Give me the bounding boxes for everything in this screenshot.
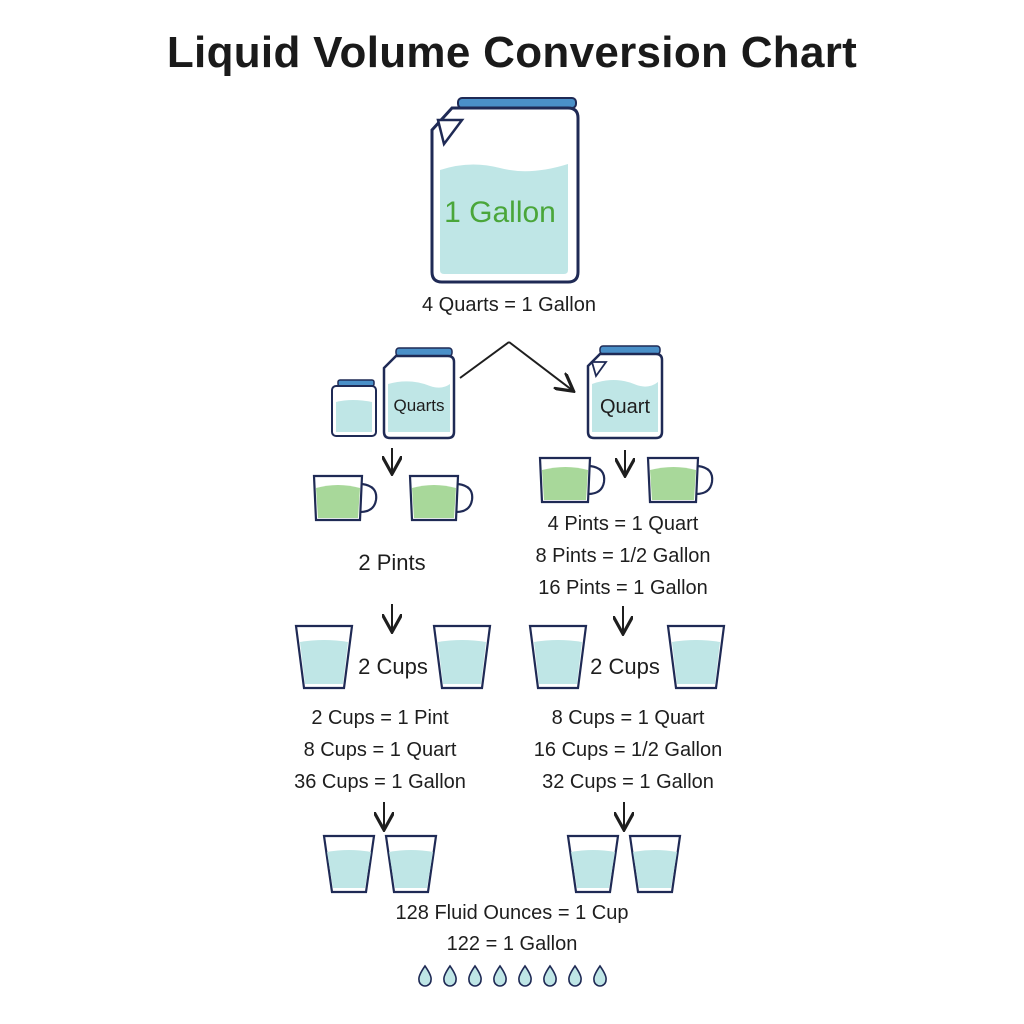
cup-conversion: 8 Cups = 1 Quart xyxy=(551,707,705,729)
droplet-row xyxy=(418,964,607,987)
ounce-conversion: 128 Fluid Ounces = 1 Cup xyxy=(395,902,629,924)
left-cups-label: 2 Cups xyxy=(358,654,428,679)
gallon-relation: 4 Quarts = 1 Gallon xyxy=(422,294,596,316)
droplet-icon xyxy=(593,964,607,987)
glass-icon xyxy=(628,834,682,894)
right-pint-conversions: 4 Pints = 1 Quart 8 Pints = 1/2 Gallon 1… xyxy=(500,508,746,604)
quart-jug-icon xyxy=(331,379,377,437)
mug-icon xyxy=(538,456,606,504)
cup-icon xyxy=(432,624,492,690)
left-quarts-label: Quarts xyxy=(393,396,445,415)
cup-conversion: 32 Cups = 1 Gallon xyxy=(542,771,714,793)
pint-conversion: 8 Pints = 1/2 Gallon xyxy=(535,545,711,567)
chart-title: Liquid Volume Conversion Chart xyxy=(166,28,858,77)
cup-conversion: 8 Cups = 1 Quart xyxy=(303,739,457,761)
cup-conversion: 36 Cups = 1 Gallon xyxy=(294,771,466,793)
right-cup-conversions: 8 Cups = 1 Quart 16 Cups = 1/2 Gallon 32… xyxy=(510,702,746,798)
glass-icon xyxy=(322,834,376,894)
mug-icon xyxy=(646,456,714,504)
droplet-icon xyxy=(443,964,457,987)
ounce-conversion: 122 = 1 Gallon xyxy=(446,933,578,955)
droplet-icon xyxy=(543,964,557,987)
cup-icon xyxy=(528,624,588,690)
mug-icon xyxy=(312,474,378,522)
cup-icon xyxy=(294,624,354,690)
quart-jug-icon xyxy=(382,347,456,440)
droplet-icon xyxy=(568,964,582,987)
branch-arrows xyxy=(459,341,572,390)
down-arrows xyxy=(384,448,625,828)
gallon-label: 1 Gallon xyxy=(444,196,556,229)
gallon-jug-icon xyxy=(430,97,580,284)
cup-icon xyxy=(666,624,726,690)
quart-jug-icon xyxy=(586,345,664,440)
droplet-icon xyxy=(418,964,432,987)
cup-conversion: 16 Cups = 1/2 Gallon xyxy=(533,739,723,761)
mug-icon xyxy=(408,474,474,522)
left-pints-label: 2 Pints xyxy=(358,550,426,575)
droplet-icon xyxy=(518,964,532,987)
ounce-conversions: 128 Fluid Ounces = 1 Cup 122 = 1 Gallon xyxy=(340,898,684,960)
left-cup-conversions: 2 Cups = 1 Pint 8 Cups = 1 Quart 36 Cups… xyxy=(262,702,498,798)
glass-icon xyxy=(566,834,620,894)
pint-conversion: 4 Pints = 1 Quart xyxy=(547,513,699,535)
pint-conversion: 16 Pints = 1 Gallon xyxy=(538,577,708,599)
right-cups-label: 2 Cups xyxy=(590,654,660,679)
cup-conversion: 2 Cups = 1 Pint xyxy=(311,707,449,729)
droplet-icon xyxy=(468,964,482,987)
right-quart-label: Quart xyxy=(599,396,651,418)
droplet-icon xyxy=(493,964,507,987)
glass-icon xyxy=(384,834,438,894)
